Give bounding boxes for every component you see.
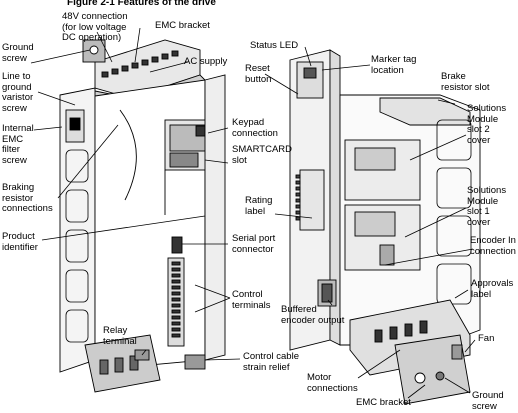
label-motor-connections: Motor connections xyxy=(307,373,358,394)
label-line-ground-varistor: Line to ground varistor screw xyxy=(2,72,33,114)
label-reset-button: Reset button xyxy=(245,64,271,85)
label-solutions-module-slot1: Solutions Module slot 1 cover xyxy=(467,186,506,228)
label-ac-supply: AC supply xyxy=(184,57,227,68)
left-drive-illustration xyxy=(60,40,225,392)
label-ground-screw-top: Ground screw xyxy=(2,43,34,64)
label-buffered-encoder-output: Buffered encoder output xyxy=(281,305,344,326)
label-product-identifier: Product identifier xyxy=(2,232,38,253)
label-emc-bracket-top: EMC bracket xyxy=(155,21,210,32)
label-fan: Fan xyxy=(478,334,494,345)
label-control-terminals: Control terminals xyxy=(232,290,271,311)
label-rating-label: Rating label xyxy=(245,196,272,217)
label-solutions-module-slot2: Solutions Module slot 2 cover xyxy=(467,104,506,146)
label-internal-emc-filter: Internal EMC filter screw xyxy=(2,124,34,166)
label-smartcard-slot: SMARTCARD slot xyxy=(232,145,292,166)
label-status-led: Status LED xyxy=(250,41,298,52)
label-brake-resistor-slot: Brake resistor slot xyxy=(441,72,490,93)
label-braking-resistor: Braking resistor connections xyxy=(2,183,53,215)
label-encoder-in: Encoder In connection xyxy=(470,236,516,257)
figure-title: Figure 2-1 Features of the drive xyxy=(67,0,216,8)
label-relay-terminal: Relay terminal xyxy=(103,326,137,347)
label-keypad-connection: Keypad connection xyxy=(232,118,278,139)
label-control-cable-strain-relief: Control cable strain relief xyxy=(243,352,299,373)
label-emc-bracket-bottom: EMC bracket xyxy=(356,398,411,409)
label-approvals: Approvals label xyxy=(471,279,513,300)
label-marker-tag: Marker tag location xyxy=(371,55,416,76)
label-48v-connection: 48V connection (for low voltage DC opera… xyxy=(62,12,128,44)
label-ground-screw-bottom: Ground screw xyxy=(472,391,504,412)
label-serial-port: Serial port connector xyxy=(232,234,275,255)
